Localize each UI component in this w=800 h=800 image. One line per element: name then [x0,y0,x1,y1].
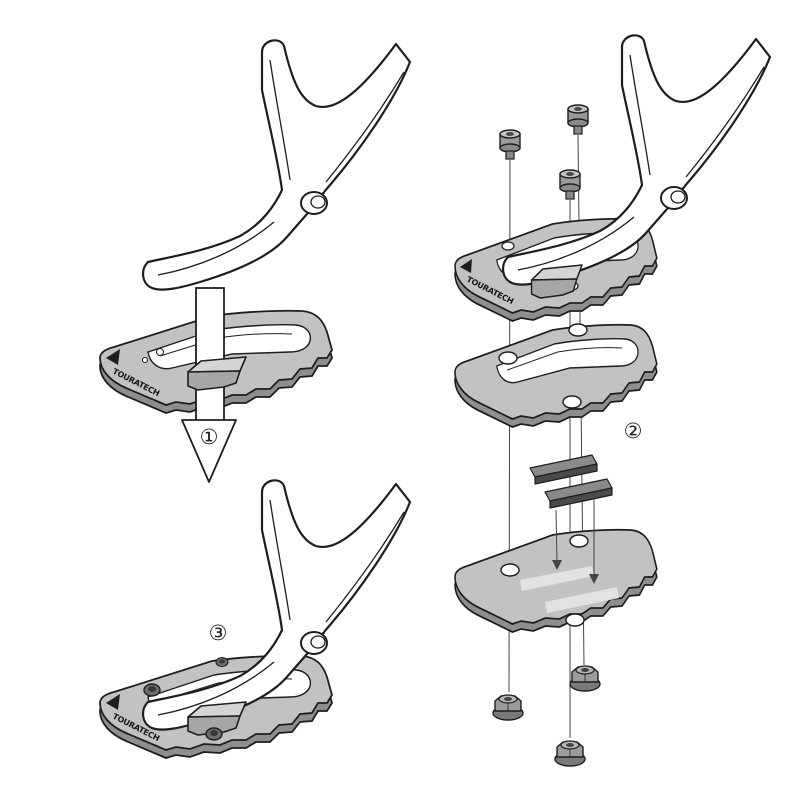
mounting-bolt [143,683,161,697]
plate-hole [565,613,585,627]
step-1-label: ① [200,425,219,449]
placement-arrow [552,509,562,570]
kickstand [141,39,412,291]
step-2-label: ② [624,419,643,443]
direction-arrow-head [181,419,237,483]
brand-logo-mark [106,349,120,365]
step-1-panel: TOURATECH ① [99,39,412,483]
mounting-bolt [205,727,223,741]
plate-hole [156,348,164,356]
plate-hole [501,241,515,251]
plate-hole [498,351,518,365]
socket-head-bolt [559,169,581,200]
plate-hole [569,534,589,548]
rubber-strip [544,478,613,509]
step-3-panel: TOURATECH ③ [99,479,412,759]
flange-nut [492,694,524,721]
middle-plate [454,323,658,428]
rubber-strip [529,454,598,485]
socket-head-bolt [499,129,521,160]
base-plate [454,528,658,633]
placement-arrow [589,498,599,584]
plate-hole [500,563,520,577]
plate-hole [562,395,582,409]
socket-head-bolt [567,104,589,135]
strip-position-mark [545,587,619,613]
plate-hole [568,323,588,337]
flange-nut [554,740,586,767]
step-2-panel: ② TOURATECH [454,34,772,767]
loose-foot-plate: TOURATECH [99,309,333,414]
brand-logo-mark [460,259,472,273]
step-3-label: ③ [209,621,228,645]
plate-hole [142,357,148,363]
flange-nut [569,665,601,692]
strip-position-mark [520,566,594,591]
brand-logo-mark [106,694,120,710]
mounting-bolt [215,656,229,668]
direction-arrow-shaft [195,287,225,423]
